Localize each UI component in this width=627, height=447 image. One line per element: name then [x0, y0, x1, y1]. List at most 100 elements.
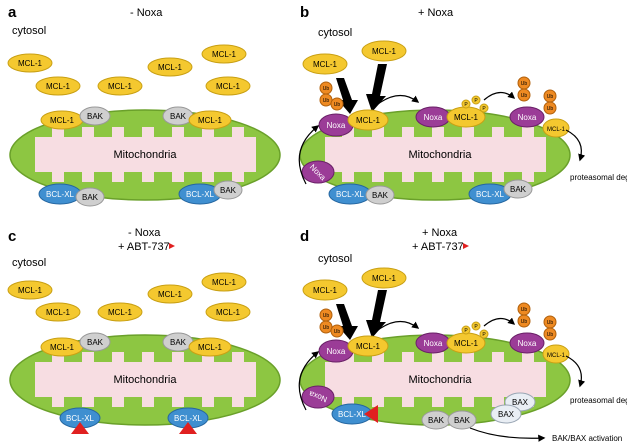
- phospho-marker: [461, 99, 471, 109]
- bak-label: BAK: [372, 191, 389, 200]
- bax-protein: [490, 404, 522, 424]
- phospho-label: P: [464, 102, 468, 108]
- bax-label: BAX: [512, 398, 529, 407]
- mcl1-protein: [201, 272, 247, 292]
- ub-label: Ub: [547, 332, 554, 338]
- ub-marker: [330, 324, 344, 338]
- ub-label: Ub: [323, 313, 330, 319]
- mcl1-label: MCL-1: [18, 59, 43, 68]
- cristae: [35, 127, 256, 182]
- mitochondria-label: Mitochondria: [114, 149, 178, 161]
- bak-protein: [213, 180, 243, 200]
- bclxl-label: BCL-XL: [338, 410, 367, 419]
- cytosol-label: cytosol: [318, 253, 352, 265]
- mcl1-protein: [205, 302, 251, 322]
- degradation-arrow: [565, 129, 586, 162]
- bclxl-label: BCL-XL: [476, 190, 505, 199]
- noxa-label: Noxa: [518, 113, 537, 122]
- mcl1-protein: [97, 76, 143, 96]
- bak-protein: [75, 187, 105, 207]
- bak-protein: [79, 106, 111, 126]
- activation-label: BAK/BAX activation: [552, 434, 622, 443]
- ub-marker: [319, 81, 333, 95]
- degradation-arrow: [565, 355, 586, 388]
- mcl1-protein: [302, 279, 348, 301]
- ub-marker: [543, 101, 557, 115]
- mcl1-label: MCL-1: [356, 116, 381, 125]
- panel-d: d + Noxa + ABT-737 cytosol MCL-1 MCL-1 M…: [298, 227, 627, 443]
- mcl1-protein: [7, 53, 53, 73]
- ubiquitin-chain: Ub Ub Ub Ub: [517, 76, 557, 115]
- ub-label: Ub: [334, 102, 341, 108]
- bclxl-label: BCL-XL: [186, 190, 215, 199]
- mitochondria-label: Mitochondria: [409, 149, 473, 161]
- bak-label: BAK: [170, 338, 187, 347]
- phospho-label: P: [474, 98, 478, 104]
- mcl1-protein: [35, 302, 81, 322]
- noxa-label: Noxa: [424, 339, 443, 348]
- mcl1-label: MCL-1: [547, 353, 566, 359]
- panel-letter: a: [8, 4, 17, 21]
- ub-label: Ub: [323, 98, 330, 104]
- phospho-label: P: [464, 328, 468, 334]
- bak-protein: [447, 410, 477, 430]
- cytosol-label: cytosol: [318, 27, 352, 39]
- mcl1-protein: [361, 40, 407, 62]
- phospho-marker: [471, 321, 481, 331]
- recruitment-arrow: [298, 351, 320, 411]
- ub-label: Ub: [323, 86, 330, 92]
- degradation-label: proteasomal degradation: [570, 173, 627, 182]
- bak-label: BAK: [170, 112, 187, 121]
- ub-label: Ub: [547, 94, 554, 100]
- abt737-icon: [169, 243, 175, 249]
- ubiquitin-chain: Ub Ub Ub Ub: [517, 302, 557, 341]
- noxa-protein: [509, 106, 545, 128]
- mcl1-label: MCL-1: [46, 308, 71, 317]
- noxa-protein: [301, 385, 335, 409]
- ub-label: Ub: [547, 106, 554, 112]
- phospho-marker: [471, 95, 481, 105]
- mcl1-label: MCL-1: [198, 116, 223, 125]
- mcl1-protein: [205, 76, 251, 96]
- mcl1-label: MCL-1: [313, 286, 338, 295]
- phospho-label: P: [482, 332, 486, 338]
- recruitment-arrow: [298, 125, 320, 185]
- ub-marker: [319, 308, 333, 322]
- ub-label: Ub: [521, 319, 528, 325]
- mcl1-label: MCL-1: [547, 127, 566, 133]
- panel-letter: b: [300, 4, 309, 21]
- mcl1-label: MCL-1: [50, 116, 75, 125]
- noxa-label: Noxa: [327, 347, 346, 356]
- mitochondria-label: Mitochondria: [409, 374, 473, 386]
- cristae: [35, 352, 256, 407]
- phospho-marker: [461, 325, 471, 335]
- mcl1-label: MCL-1: [46, 82, 71, 91]
- ub-label: Ub: [521, 93, 528, 99]
- binding-arrow: [366, 64, 387, 112]
- abt737-drug: [71, 422, 89, 434]
- cristae: [325, 127, 546, 182]
- bax-label: BAX: [498, 410, 515, 419]
- mcl1-protein: [542, 344, 570, 364]
- mcl1-protein: [361, 267, 407, 289]
- mcl1-label: MCL-1: [212, 50, 237, 59]
- process-arrow: [483, 91, 516, 101]
- abt737-drug: [364, 405, 378, 423]
- noxa-label: Noxa: [518, 339, 537, 348]
- ubiquitin-chain: Ub Ub Ub: [319, 81, 344, 111]
- degradation-label: proteasomal degradation: [570, 396, 627, 405]
- bak-protein: [365, 185, 395, 205]
- mcl1-protein: [7, 280, 53, 300]
- process-arrow: [377, 94, 420, 105]
- panel-title: + Noxa: [418, 7, 454, 19]
- mcl1-label: MCL-1: [372, 274, 397, 283]
- bak-label: BAK: [454, 416, 471, 425]
- binding-arrow: [336, 304, 358, 340]
- phospho-marker: [479, 329, 489, 339]
- panel-subtitle: + ABT-737: [412, 241, 464, 253]
- mcl1-label: MCL-1: [108, 82, 133, 91]
- mcl1-protein: [188, 110, 232, 130]
- panel-title: + Noxa: [422, 227, 458, 239]
- ub-marker: [517, 314, 531, 328]
- mcl1-label: MCL-1: [18, 286, 43, 295]
